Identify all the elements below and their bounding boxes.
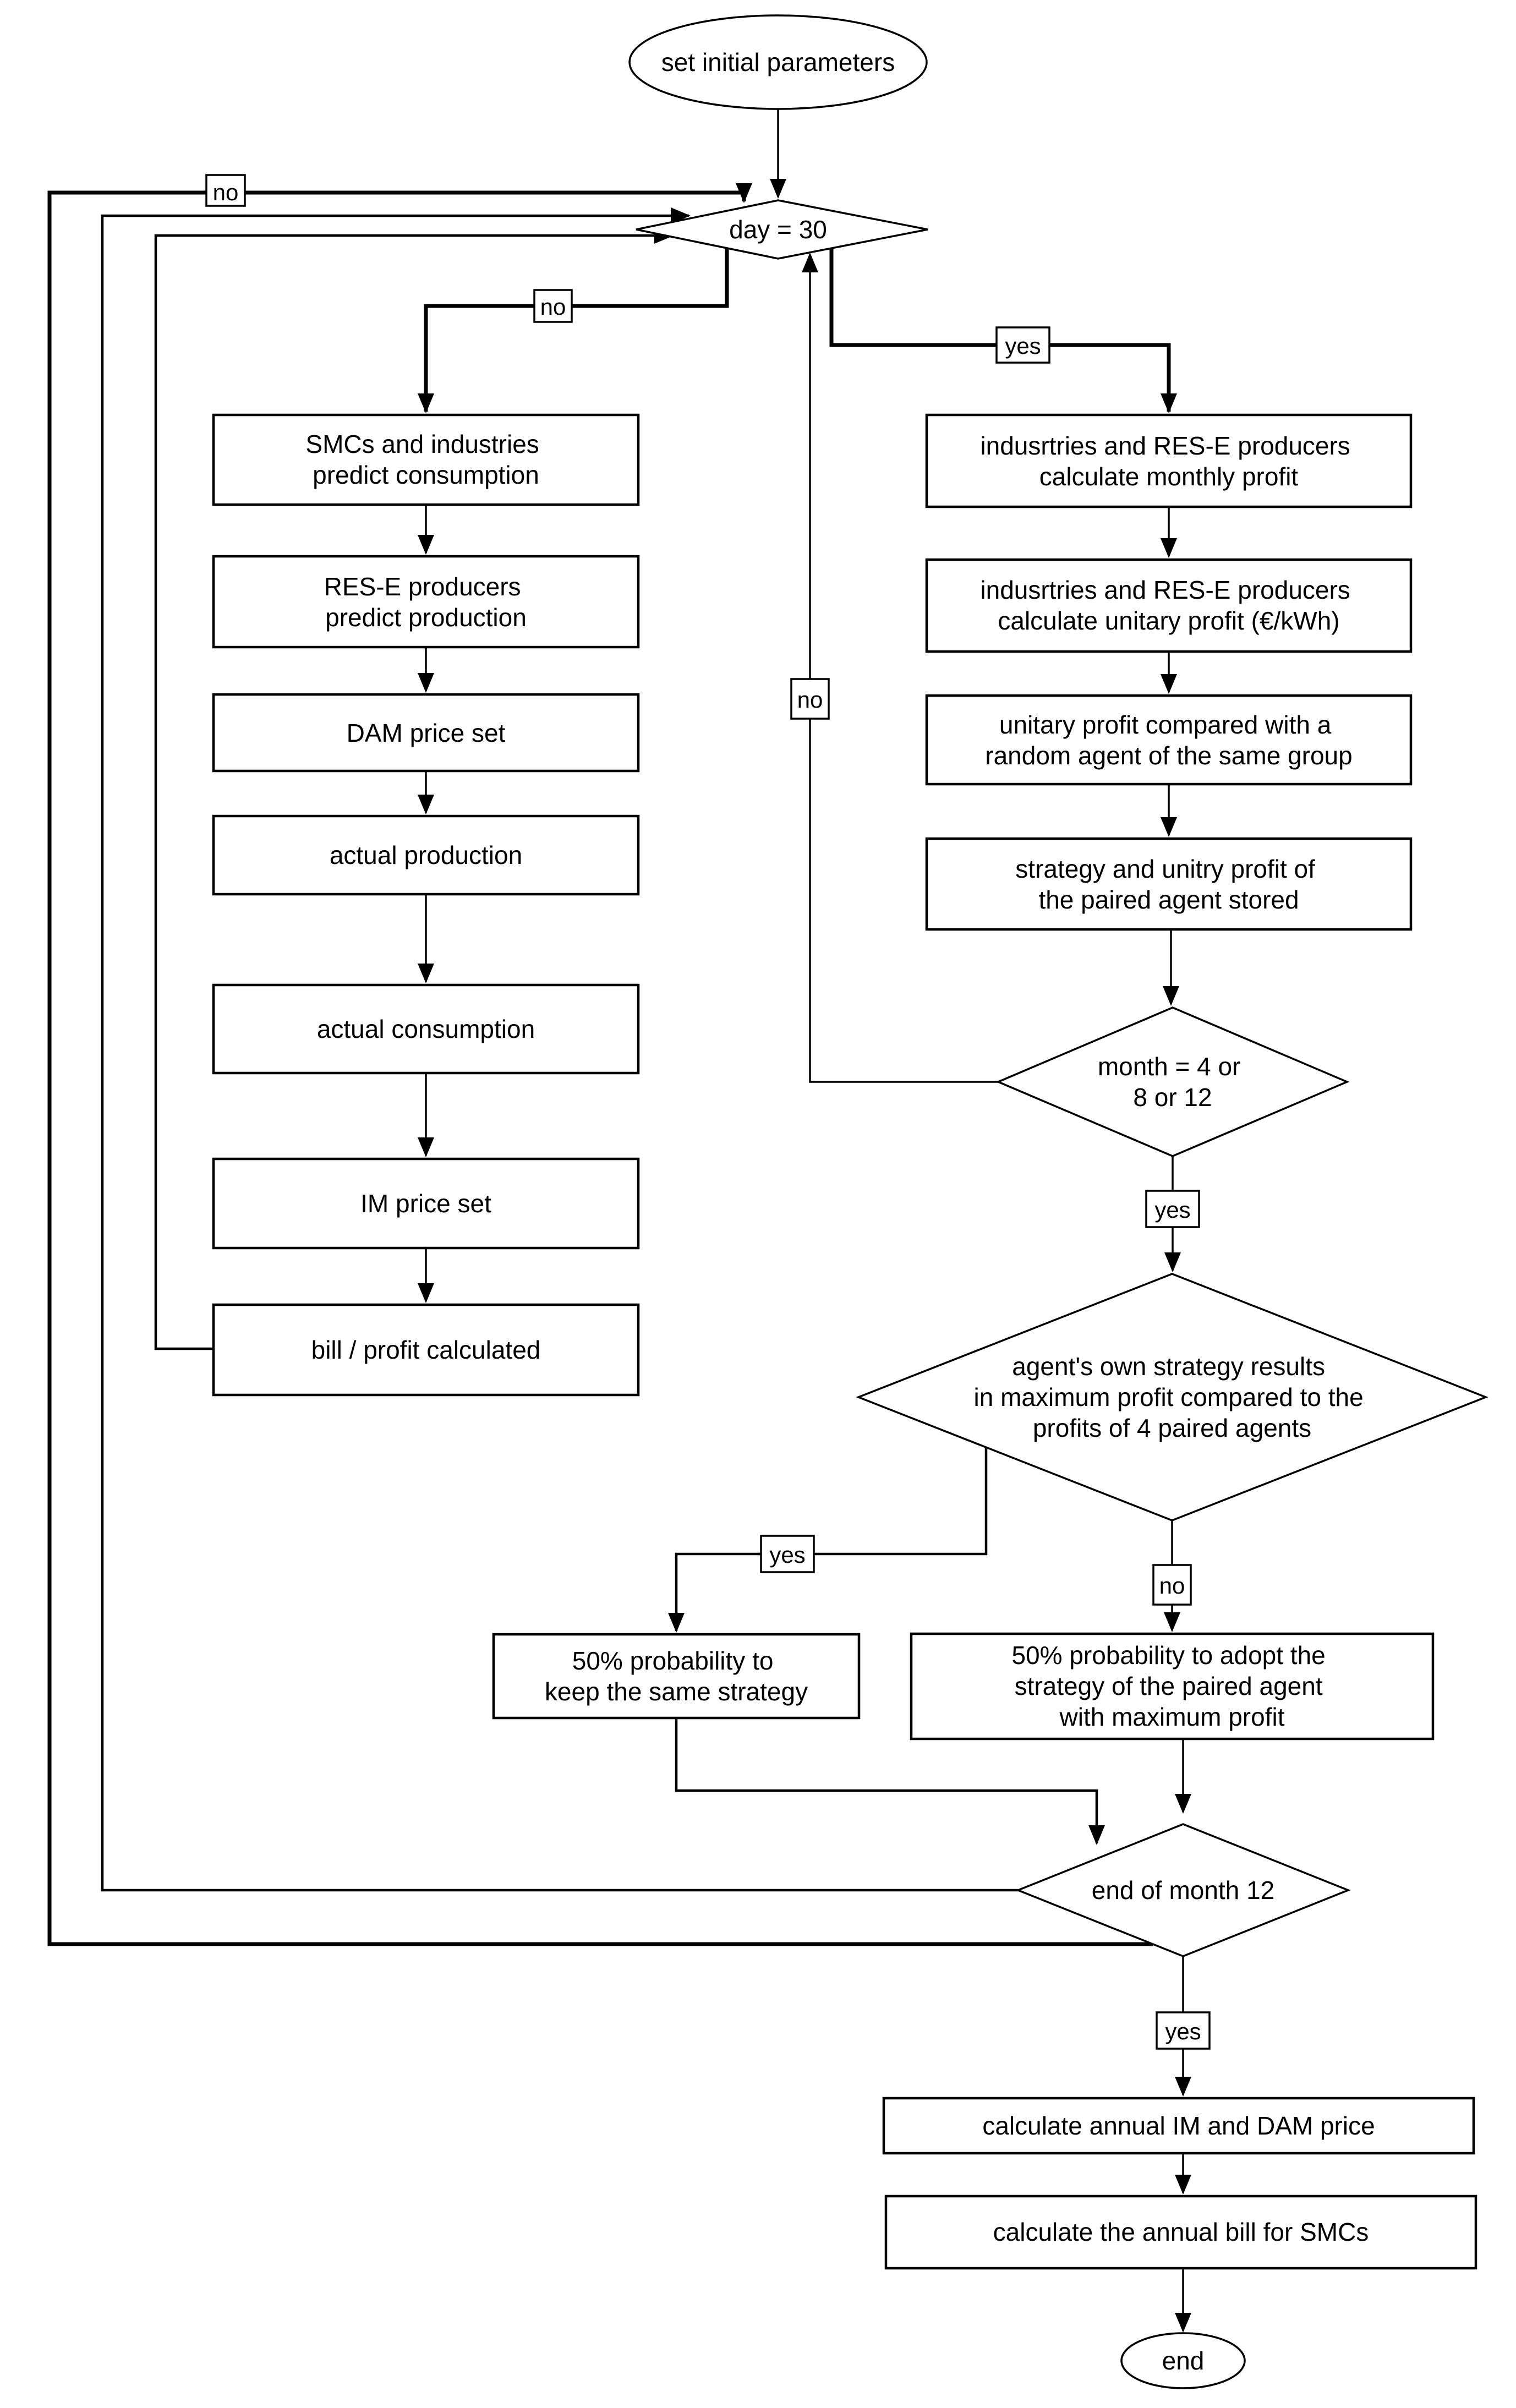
edge-label-yes-strategy: yes — [769, 1542, 805, 1568]
node-unitary-profit-shape — [925, 558, 1413, 653]
edge-label-no-day30: no — [540, 294, 566, 320]
edge-label-yes-strategy-box — [760, 1535, 815, 1573]
edge-label-yes-day30-box — [995, 326, 1050, 364]
node-end-shape — [1120, 2332, 1246, 2389]
node-end-of-month12-shape — [1015, 1823, 1351, 1957]
node-monthly-profit-label: indusrtries and RES-E producers calculat… — [980, 431, 1357, 491]
node-im-price-shape — [212, 1157, 640, 1250]
node-actual-production-shape — [212, 814, 640, 896]
node-strategy-check-label: agent's own strategy results in maximum … — [974, 1352, 1371, 1442]
node-calc-annual-bill-shape — [884, 2194, 1477, 2270]
node-bill-profit-shape — [212, 1303, 640, 1397]
node-actual-production-label: actual production — [330, 841, 522, 869]
node-adopt-strategy-label: 50% probability to adopt the strategy of… — [1011, 1641, 1332, 1731]
node-keep-strategy-shape — [492, 1633, 861, 1720]
node-strategy-check-shape — [856, 1273, 1488, 1522]
node-bill-profit-label: bill / profit calculated — [311, 1336, 541, 1364]
edge-end12-no-outer-loop — [47, 183, 1153, 1946]
node-end-label: end — [1162, 2346, 1205, 2375]
edge-label-no-day30-box — [533, 289, 573, 323]
node-end-of-month12-label: end of month 12 — [1092, 1876, 1274, 1904]
node-actual-consumption-label: actual consumption — [317, 1015, 535, 1043]
edge-label-yes-day30: yes — [1005, 333, 1041, 359]
node-start-label: set initial parameters — [661, 48, 895, 76]
node-adopt-strategy-shape — [910, 1632, 1435, 1741]
node-profit-compared-shape — [925, 694, 1413, 786]
node-day30-shape — [636, 199, 928, 260]
node-dam-price-label: DAM price set — [347, 719, 506, 747]
edge-label-no-strategy-box — [1152, 1564, 1192, 1606]
edge-label-no-outer: no — [213, 179, 239, 205]
edge-billprofit-to-day30 — [154, 227, 674, 1350]
node-calc-annual-price-shape — [882, 2097, 1475, 2155]
edge-label-yes-month-box — [1145, 1190, 1200, 1228]
edge-label-yes-month: yes — [1154, 1197, 1190, 1223]
edge-month-no-loop — [802, 253, 998, 1083]
node-month-check-shape — [995, 1006, 1350, 1157]
edge-day30-no-branch — [418, 248, 729, 413]
node-day30-label: day = 30 — [729, 215, 827, 244]
node-predict-consumption-label: SMCs and industries predict consumption — [305, 430, 546, 489]
edge-label-no-month-box — [790, 678, 830, 720]
edge-label-no-strategy: no — [1159, 1573, 1185, 1599]
node-predict-consumption-shape — [212, 413, 640, 506]
node-calc-annual-price-label: calculate annual IM and DAM price — [982, 2111, 1375, 2140]
node-unitary-profit-label: indusrtries and RES-E producers calculat… — [980, 576, 1357, 635]
node-monthly-profit-shape — [925, 413, 1413, 508]
edge-strategy-yes — [668, 1448, 988, 1633]
node-predict-production-label: RES-E producers predict production — [324, 572, 528, 632]
edge-label-yes-end12: yes — [1165, 2018, 1201, 2044]
edge-label-yes-end12-box — [1156, 2011, 1211, 2050]
node-dam-price-shape — [212, 693, 640, 773]
node-strategy-stored-shape — [925, 837, 1413, 931]
edge-keep-to-end12 — [675, 1718, 1105, 1845]
edge-end12-no-inner-loop — [101, 207, 1018, 1892]
node-keep-strategy-label: 50% probability to keep the same strateg… — [545, 1646, 808, 1706]
node-im-price-label: IM price set — [360, 1189, 491, 1218]
node-profit-compared-label: unitary profit compared with a random ag… — [985, 710, 1352, 770]
node-strategy-stored-label: strategy and unitry profit of the paired… — [1015, 855, 1322, 914]
node-month-check-label: month = 4 or 8 or 12 — [1098, 1052, 1247, 1112]
node-predict-production-shape — [212, 555, 640, 649]
node-actual-consumption-shape — [212, 983, 640, 1075]
node-calc-annual-bill-label: calculate the annual bill for SMCs — [993, 2218, 1369, 2246]
edge-label-no-outer-box — [205, 174, 246, 207]
node-start-shape — [628, 14, 928, 110]
edge-label-no-month: no — [797, 687, 823, 713]
